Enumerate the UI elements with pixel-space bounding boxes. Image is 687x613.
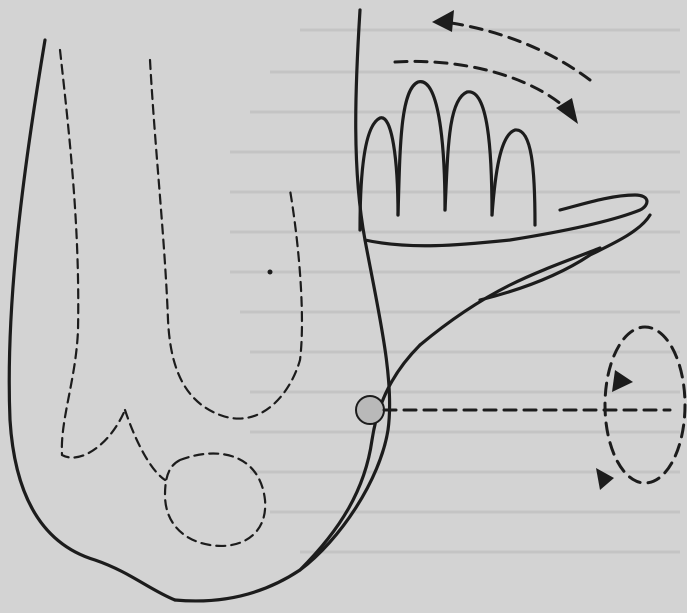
rotation-ellipse	[605, 327, 685, 483]
carpal-bone-outline	[165, 453, 265, 545]
inner-crease-outline	[300, 345, 420, 570]
hand-outline	[365, 195, 647, 345]
ulna-bone-outline	[150, 60, 302, 419]
extension-arrow	[445, 22, 590, 80]
rotation-arrowhead-lower	[596, 468, 614, 490]
wrist-right-outline	[175, 10, 390, 601]
finger-3-outline	[445, 92, 492, 215]
rotation-arrowhead-upper	[612, 370, 633, 392]
finger-1-outline	[360, 118, 398, 230]
extension-arrowhead	[432, 10, 454, 32]
finger-4-outline	[492, 130, 535, 225]
radius-bone-outline	[60, 50, 125, 458]
landmark-dot	[268, 270, 273, 275]
forearm-left-outline	[9, 40, 175, 600]
styloid-outline	[125, 410, 165, 480]
finger-2-outline	[398, 82, 445, 215]
palpation-point	[356, 396, 384, 424]
